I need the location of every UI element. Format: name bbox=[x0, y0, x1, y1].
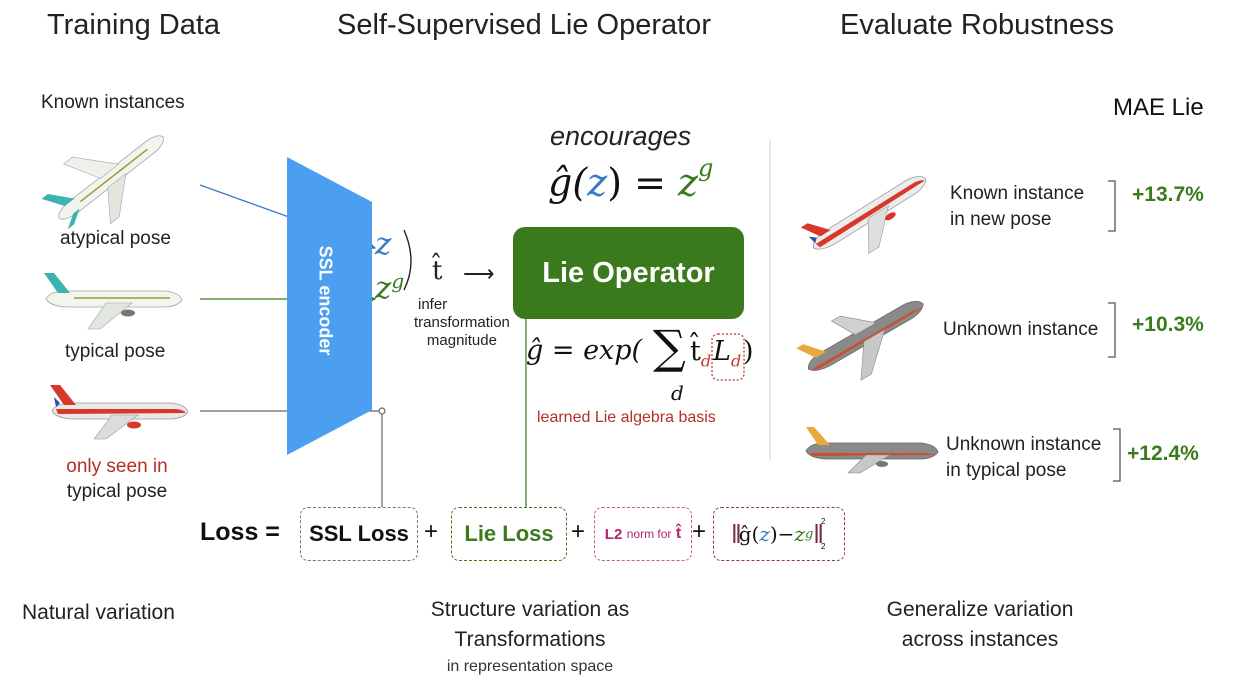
bracket-2 bbox=[1108, 302, 1116, 358]
loss-label: Loss = bbox=[200, 518, 280, 546]
generalize-line1: Generalize variation bbox=[886, 598, 1074, 621]
zg-base: z bbox=[375, 270, 392, 306]
lie-operator-box: Lie Operator bbox=[513, 227, 744, 319]
eq-lhs: ĝ( bbox=[548, 160, 588, 205]
encourages-equation: ĝ(z) = zg bbox=[548, 154, 713, 205]
typical-pose-label: typical pose bbox=[65, 341, 166, 362]
airplane-gray-typical bbox=[805, 427, 939, 474]
formula-L-sub: d bbox=[730, 351, 742, 371]
header-evaluate-robustness: Evaluate Robustness bbox=[840, 9, 1115, 41]
airplane-gray-unknown bbox=[796, 300, 924, 381]
known-new-pose-label: Known instance in new pose bbox=[950, 181, 1084, 233]
unknown-instance-label: Unknown instance bbox=[943, 319, 1099, 340]
infer-text: infer transformation magnitude bbox=[414, 296, 510, 350]
formula-sum-sub: d bbox=[671, 381, 684, 405]
pct-unknown-instance: +10.3% bbox=[1132, 313, 1204, 336]
generalize-variation-label: Generalize variation across instances bbox=[840, 595, 1120, 655]
eq-mid: ) = bbox=[607, 160, 679, 205]
norm-bar-right: ‖ bbox=[813, 518, 824, 549]
bracket-3 bbox=[1113, 428, 1121, 482]
header-training-data: Training Data bbox=[47, 9, 221, 41]
formula-L: Ld bbox=[713, 336, 741, 370]
natural-variation-label: Natural variation bbox=[22, 601, 175, 624]
term-g: ĝ( bbox=[738, 522, 760, 546]
ssl-encoder: SSL encoder bbox=[310, 240, 340, 370]
norm-sup: 2 bbox=[821, 517, 826, 526]
airplane-red-new-pose bbox=[800, 176, 927, 254]
infer-line1: infer bbox=[418, 296, 448, 313]
airplane-atypical-pose bbox=[41, 135, 164, 230]
pct-known-new-pose: +13.7% bbox=[1132, 183, 1204, 206]
zg-sup: g bbox=[391, 268, 405, 293]
norm-bar-left: ‖ bbox=[730, 518, 742, 549]
term-zg: z bbox=[794, 522, 805, 546]
term-mid: )− bbox=[769, 522, 795, 546]
bracket-1 bbox=[1108, 180, 1116, 232]
lie-formula: ĝ = exp( bbox=[526, 335, 642, 366]
l2-norm-box: L2 norm for t̂ bbox=[594, 507, 692, 561]
only-seen-label: only seen in typical pose bbox=[52, 454, 182, 504]
known-new-line2: in new pose bbox=[950, 209, 1052, 230]
term-zg-sup: g bbox=[804, 526, 814, 542]
generalize-line2: across instances bbox=[901, 628, 1059, 651]
tangent-paren bbox=[403, 229, 412, 291]
gray-connection-node bbox=[378, 407, 386, 415]
formula-L-base: L bbox=[713, 336, 731, 367]
infer-line3: magnitude bbox=[426, 332, 497, 349]
t-hat-symbol: t̂ bbox=[432, 256, 443, 286]
l2-norm-text: norm for bbox=[626, 527, 672, 541]
l2-main: L2 bbox=[604, 525, 623, 543]
arrow-to-operator: ⟶ bbox=[463, 261, 495, 286]
ssl-encoder-label: SSL encoder bbox=[315, 245, 336, 356]
structure-variation-label: Structure variation as Transformations bbox=[380, 595, 680, 655]
eq-z: z bbox=[587, 160, 608, 205]
unknown-typ-line2: in typical pose bbox=[946, 460, 1067, 481]
encourages-label: encourages bbox=[550, 121, 692, 151]
eq-zg: z bbox=[678, 160, 699, 205]
norm-indices: 2 2 bbox=[821, 517, 827, 551]
plus-3: + bbox=[692, 518, 707, 545]
structure-line1: Structure variation as bbox=[430, 598, 630, 621]
zg-symbol: zg bbox=[375, 268, 405, 306]
z-symbol: z bbox=[375, 226, 392, 262]
known-new-line1: Known instance bbox=[950, 183, 1085, 204]
lie-basis-note: learned Lie algebra basis bbox=[537, 409, 716, 426]
plus-1: + bbox=[424, 518, 439, 545]
formula-t-sub: d bbox=[700, 351, 712, 371]
infer-line2: transformation bbox=[414, 314, 510, 331]
l2-t-hat: t̂ bbox=[675, 525, 682, 542]
atypical-pose-label: atypical pose bbox=[60, 228, 171, 249]
only-seen-line2: typical pose bbox=[66, 481, 168, 502]
plus-2: + bbox=[571, 518, 586, 545]
airplane-red-typical bbox=[50, 385, 189, 440]
formula-t-hat: t̂ bbox=[690, 336, 701, 367]
only-seen-line1: only seen in bbox=[66, 456, 168, 477]
known-instances-label: Known instances bbox=[41, 92, 185, 113]
unknown-typ-line1: Unknown instance bbox=[946, 434, 1102, 455]
ssl-encoder-shape bbox=[287, 157, 372, 455]
header-lie-operator: Self-Supervised Lie Operator bbox=[337, 9, 711, 41]
lie-basis-highlight bbox=[711, 333, 745, 381]
term-z: z bbox=[759, 522, 770, 546]
eq-zg-sup: g bbox=[698, 154, 714, 182]
structure-line2: Transformations bbox=[454, 628, 606, 651]
lie-loss-box: Lie Loss bbox=[451, 507, 567, 561]
formula-sum: ∑ bbox=[653, 320, 686, 374]
formula-close: ) bbox=[743, 336, 754, 367]
formula-g: ĝ = exp( bbox=[526, 335, 643, 366]
ssl-loss-box: SSL Loss bbox=[300, 507, 418, 561]
unknown-typical-label: Unknown instance in typical pose bbox=[946, 432, 1101, 484]
representation-space-label: in representation space bbox=[446, 658, 614, 675]
norm-sub: 2 bbox=[821, 542, 826, 551]
pct-unknown-typical: +12.4% bbox=[1127, 442, 1199, 465]
formula-t: t̂d bbox=[690, 336, 711, 370]
airplane-typical-pose bbox=[44, 273, 183, 330]
mae-lie-header: MAE Lie bbox=[1113, 94, 1204, 121]
